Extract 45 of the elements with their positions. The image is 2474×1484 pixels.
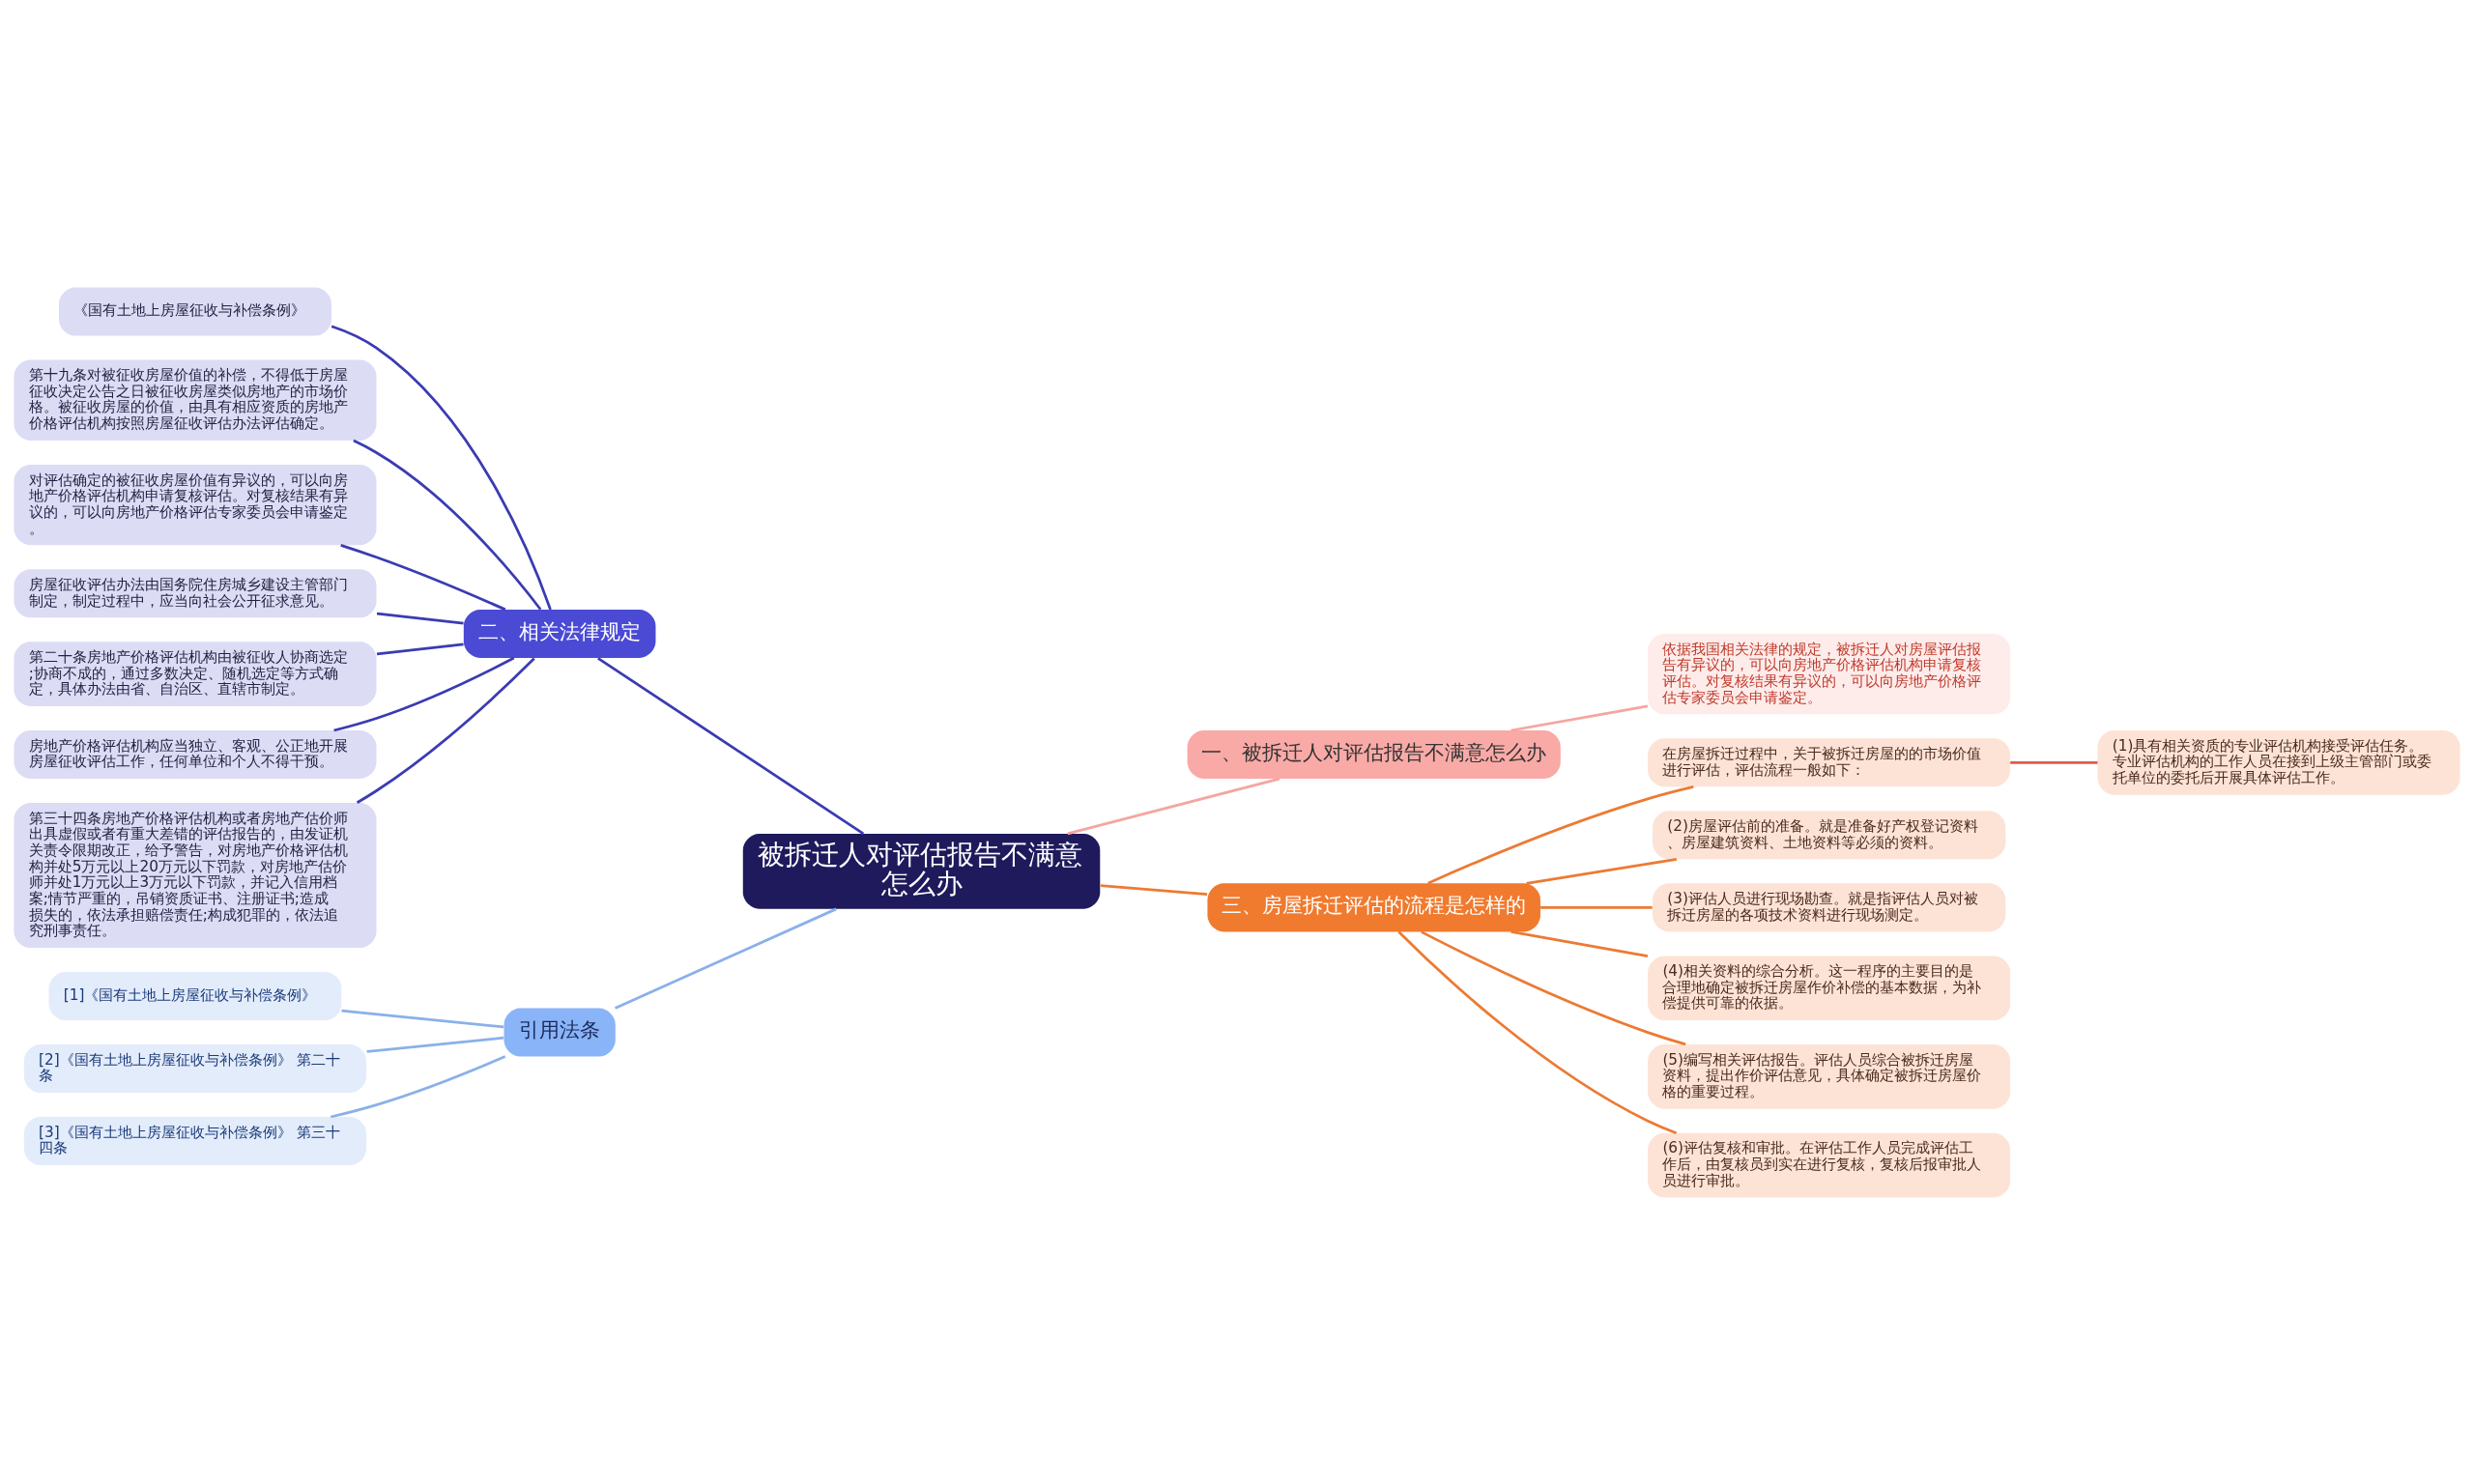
- connector: [1510, 703, 1649, 731]
- node-box: 一、被拆迁人对评估报告不满意怎么办: [1187, 729, 1561, 779]
- node-box: (6)评估复核和审批。在评估工作人员完成评估工作后，由复核员到实在进行复核，复核后报审批人员进行审批。: [1648, 1132, 2011, 1197]
- node-box: (1)具有相关资质的专业评估机构接受评估任务。专业评估机构的工作人员在接到上级主管部门或委托单位的委托后开展具体评估工作。: [2097, 729, 2460, 795]
- node-box: 依据我国相关法律的规定，被拆迁人对房屋评估报告有异议的，可以向房地产价格评估机构申请复核评估。对复核结果有异议的，可以向房地产价格评估专家委员会申请鉴定。: [1648, 633, 2011, 714]
- node-box: 第三十四条房地产价格评估机构或者房地产估价师出具虚假或者有重大差错的评估报告的，由发证机关责令限期改正，给予警告，对房地产价格评估机构并处5万元以上20万元以下罚款，对房地产估价师并处1万元以上3万元以下罚款，并记入信用档案;情节严重的，吊销资质证书、注册证书;造成损失的，依法承担赔偿责任;构成犯罪的，依法追究刑事责任。: [14, 802, 377, 948]
- connector: [376, 612, 464, 624]
- node-box: (5)编写相关评估报告。评估人员综合被拆迁房屋资料，提出作价评估意见，具体确定被拆迁房屋价格的重要过程。: [1648, 1043, 2011, 1109]
- connector: [340, 543, 506, 611]
- connector: [333, 656, 515, 731]
- node-box: [3]《国有土地上房屋征收与补偿条例》 第三十四条: [23, 1116, 367, 1165]
- connector: [366, 1036, 504, 1053]
- node-box: 第十九条对被征收房屋价值的补偿，不得低于房屋征收决定公告之日被征收房屋类似房地产的市场价格。被征收房屋的价值，由具有相应资质的房地产价格评估机构按照房屋征收评估办法评估确定。: [14, 359, 377, 441]
- connector: [1427, 785, 1694, 884]
- node-box: 《国有土地上房屋征收与补偿条例》: [58, 287, 331, 336]
- connector: [376, 642, 464, 655]
- connector: [1421, 929, 1686, 1045]
- connector: [597, 656, 865, 835]
- node-box: 第二十条房地产价格评估机构由被征收人协商选定;协商不成的，通过多数决定、随机选定等方式确定，具体办法由省、自治区、直辖市制定。: [14, 641, 377, 706]
- connector: [341, 1009, 504, 1028]
- node-box: 三、房屋拆迁评估的流程是怎样的: [1207, 882, 1540, 931]
- node-box: (3)评估人员进行现场勘查。就是指评估人员对被拆迁房屋的各项技术资料进行现场测定。: [1652, 882, 2006, 931]
- connector: [1067, 777, 1280, 835]
- node-box: 对评估确定的被征收房屋价值有异议的，可以向房地产价格评估机构申请复核评估。对复核结果有异议的，可以向房地产价格评估专家委员会申请鉴定。: [14, 464, 377, 545]
- connector: [1540, 905, 1653, 909]
- node-box: 房屋征收评估办法由国务院住房城乡建设主管部门制定，制定过程中，应当向社会公开征求意见。: [14, 568, 377, 617]
- node-box: 引用法条: [503, 1008, 616, 1057]
- node-box: [1]《国有土地上房屋征收与补偿条例》: [48, 971, 342, 1020]
- node-box: 房地产价格评估机构应当独立、客观、公正地开展房屋征收评估工作，任何单位和个人不得干预。: [14, 729, 377, 779]
- node-box: (4)相关资料的综合分析。这一程序的主要目的是合理地确定被拆迁房屋作价补偿的基本数据，为补偿提供可靠的依据。: [1648, 955, 2011, 1020]
- connector: [331, 324, 552, 610]
- node-box: [2]《国有土地上房屋征收与补偿条例》 第二十条: [23, 1043, 367, 1093]
- connector: [331, 1054, 506, 1118]
- connector: [1510, 929, 1649, 957]
- connector: [1526, 857, 1678, 885]
- node-box: 在房屋拆迁过程中，关于被拆迁房屋的的市场价值进行评估，评估流程一般如下：: [1648, 737, 2011, 786]
- connector: [1397, 929, 1678, 1134]
- node-box: 被拆迁人对评估报告不满意怎么办: [742, 833, 1101, 909]
- node-box: 二、相关法律规定: [463, 609, 656, 658]
- connector: [353, 439, 542, 611]
- connector: [1100, 883, 1208, 896]
- connector: [356, 657, 535, 804]
- connector: [2010, 760, 2098, 764]
- node-box: (2)房屋评估前的准备。就是准备好产权登记资料、房屋建筑资料、土地资料等必须的资料。: [1652, 810, 2006, 859]
- connector: [615, 907, 837, 1010]
